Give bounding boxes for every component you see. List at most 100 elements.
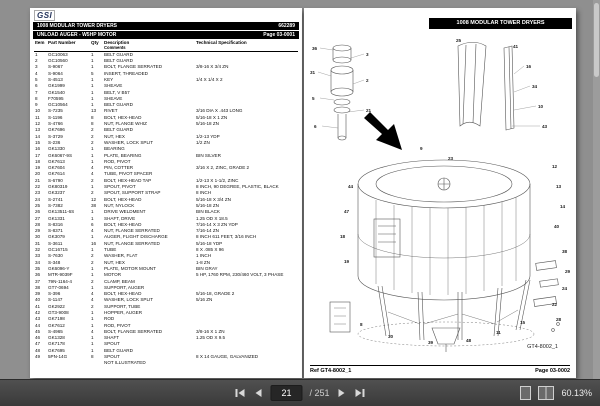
scrollbar-thumb[interactable]	[594, 3, 599, 77]
previous-page-button[interactable]	[253, 387, 263, 399]
subtitle-bar: UNLOAD AUGER - W5HP MOTOR Page 03-0001	[33, 31, 299, 39]
callout-number: 6	[314, 124, 317, 129]
viewer-toolbar: 21 / 251 60.13%	[0, 379, 600, 406]
first-page-button[interactable]	[233, 387, 246, 399]
page-ref: Page 03-0001	[263, 32, 295, 38]
table-header-row: Item Part Number Qty Description Comment…	[34, 40, 298, 52]
callout-number: 30	[388, 334, 394, 339]
logo-row: GSI	[30, 8, 302, 21]
last-page-button[interactable]	[354, 387, 367, 399]
single-page-view-icon[interactable]	[520, 386, 532, 400]
dryer-diagram-drawing	[317, 41, 560, 352]
callout-number: 41	[513, 44, 519, 49]
callout-number: 22	[552, 302, 558, 307]
callout-number: 38	[562, 249, 568, 254]
diagram-ref-label: GT4-8002_1	[527, 344, 558, 350]
zoom-controls: 60.13%	[520, 380, 592, 406]
footer-ref: Ref GT4-8002_1	[310, 368, 352, 374]
col-item: Item	[34, 40, 47, 52]
callout-number: 12	[552, 164, 558, 169]
callout-number: 24	[562, 286, 568, 291]
callout-number: 44	[348, 184, 354, 189]
page-number-input[interactable]: 21	[270, 385, 303, 401]
callout-number: 25	[456, 38, 462, 43]
footer-page-number: Page 03-0002	[535, 368, 570, 374]
callout-number: 48	[466, 338, 472, 343]
parts-table: Item Part Number Qty Description Comment…	[34, 40, 298, 367]
callout-number: 40	[554, 224, 560, 229]
callout-number: 29	[565, 269, 571, 274]
table-row: NOT ILLUSTRATED	[104, 360, 146, 366]
diagram-title-bar: 1008 MODULAR TOWER DRYERS	[429, 18, 572, 29]
col-part-number: Part Number	[47, 40, 90, 52]
callout-number: 31	[310, 70, 316, 75]
catalog-page-left: GSI 1008 MODULAR TOWER DRYERS 662289 UNL…	[30, 8, 302, 378]
vertical-scrollbar[interactable]	[593, 0, 600, 380]
callout-number: 19	[344, 259, 350, 264]
callout-number: 9	[420, 146, 423, 151]
col-description: Description Comments	[103, 40, 195, 52]
title-bar: 1008 MODULAR TOWER DRYERS 662289	[33, 22, 299, 30]
callout-number: 43	[542, 124, 548, 129]
page-navigation: 21 / 251	[233, 380, 366, 406]
section-title: UNLOAD AUGER - W5HP MOTOR	[37, 32, 117, 38]
two-page-view-icon[interactable]	[538, 386, 555, 400]
page-footer: Ref GT4-8002_1 Page 03-0002	[310, 365, 570, 374]
col-description-sub: Comments	[104, 45, 126, 51]
callout-number: 16	[526, 64, 532, 69]
page-title: 1008 MODULAR TOWER DRYERS	[37, 23, 118, 29]
doc-number: 662289	[278, 23, 295, 29]
col-qty: Qty	[90, 40, 103, 52]
callout-number: 21	[366, 108, 372, 113]
callout-number: 2	[366, 78, 369, 83]
callout-number: 8	[360, 322, 363, 327]
callout-number: 36	[312, 46, 318, 51]
zoom-level[interactable]: 60.13%	[561, 388, 592, 398]
callout-number: 5	[312, 96, 315, 101]
next-page-button[interactable]	[337, 387, 347, 399]
callout-number: 14	[560, 204, 566, 209]
